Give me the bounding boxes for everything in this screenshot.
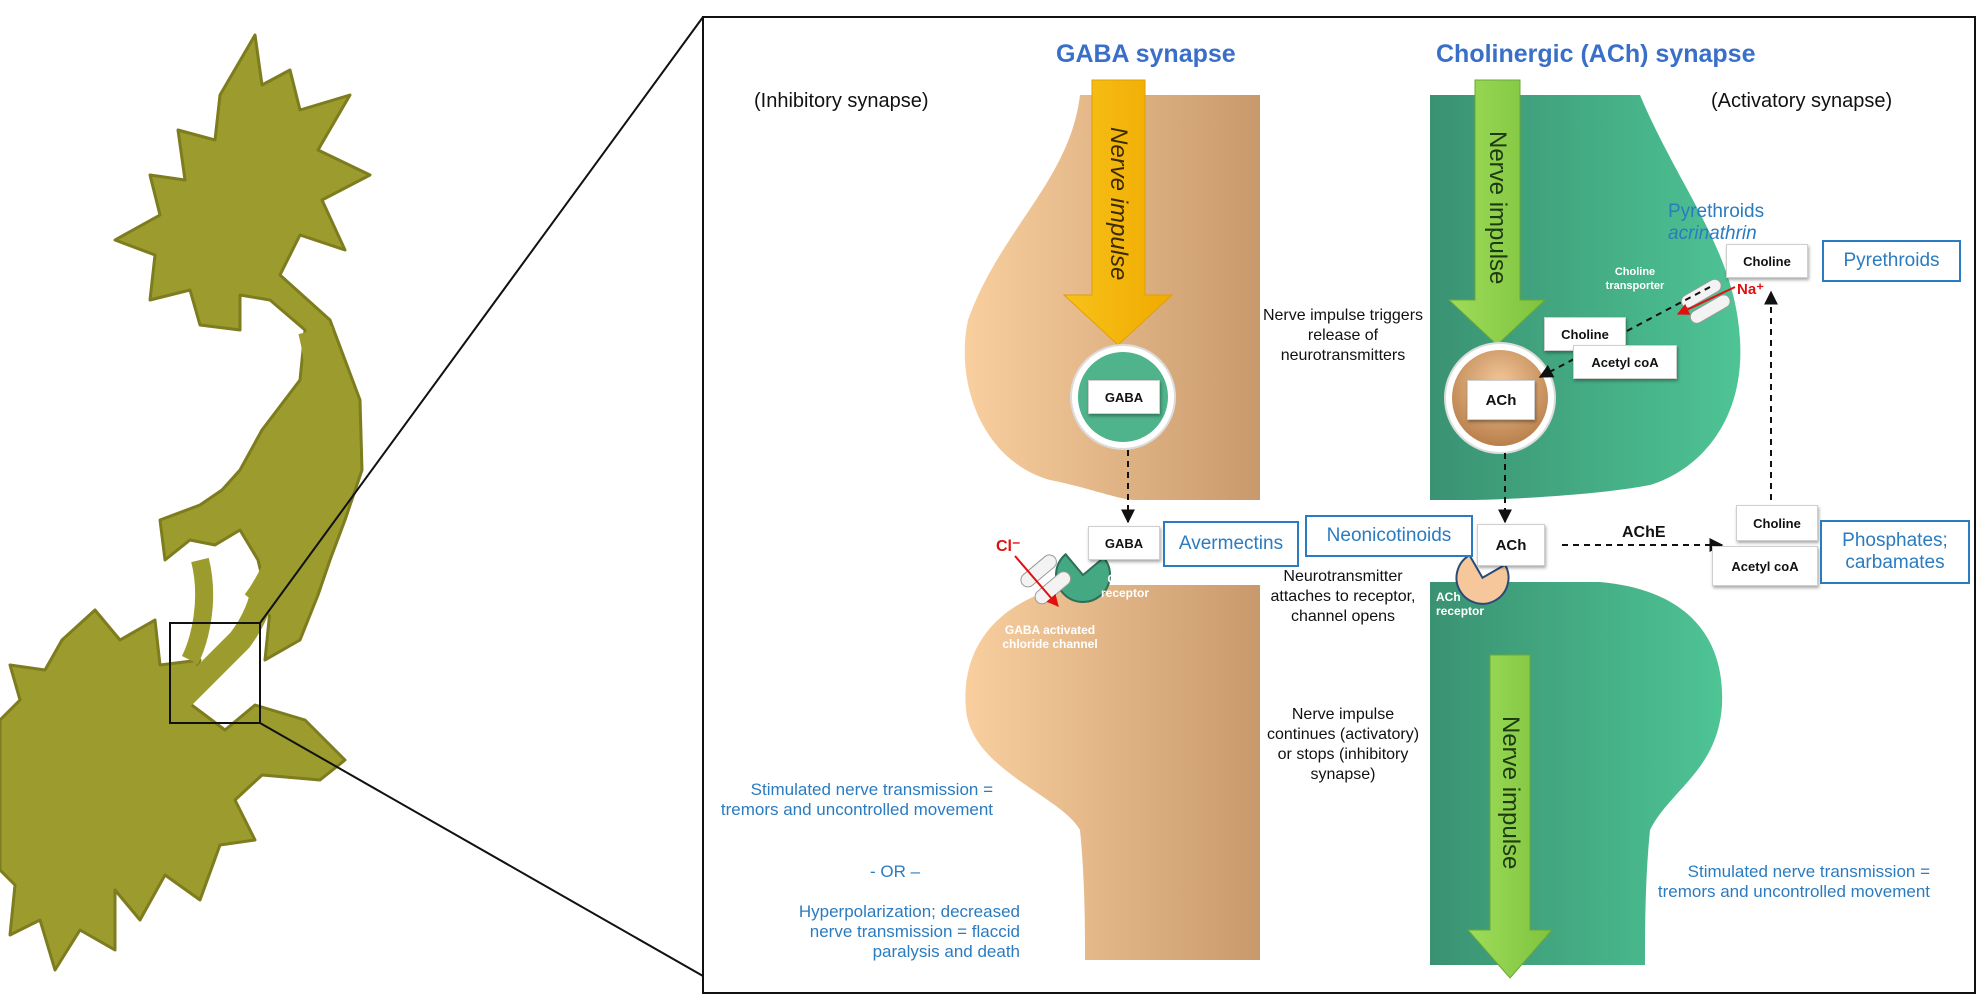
gaba-receptor-label: GABA receptor bbox=[1100, 572, 1150, 600]
ach-impulse-label-top: Nerve impulse bbox=[1484, 131, 1511, 285]
chloride-ion-label: Cl⁻ bbox=[996, 538, 1021, 555]
step-continue-note: Nerve impulse continues (activatory) or … bbox=[1266, 706, 1420, 783]
zoom-line-top bbox=[259, 16, 704, 624]
ach-impulse-arrow-bottom bbox=[1466, 654, 1554, 979]
gaba-outcome-hyperpolarization: Hyperpolarization; decreased nerve trans… bbox=[798, 902, 1020, 961]
choline-transporter-shape bbox=[1680, 278, 1731, 324]
gaba-postsynaptic-terminal bbox=[965, 585, 1260, 960]
gaba-outcome-or: - OR – bbox=[869, 862, 921, 881]
gaba-outcome-stimulated: Stimulated nerve transmission = tremors … bbox=[720, 780, 993, 819]
pyrethroids-note: Pyrethroids bbox=[1668, 201, 1765, 222]
choline-transporter-label: Choline transporter bbox=[1605, 266, 1665, 292]
avermectins-box: Avermectins bbox=[1163, 521, 1299, 567]
ach-subtitle: (Activatory synapse) bbox=[1711, 90, 1893, 112]
ach-impulse-arrow-top bbox=[1447, 79, 1547, 346]
gaba-impulse-label: Nerve impulse bbox=[1105, 127, 1132, 281]
zoom-box bbox=[169, 622, 261, 724]
sodium-ion-label: Na⁺ bbox=[1737, 281, 1765, 298]
ach-outcome-stimulated: Stimulated nerve transmission = tremors … bbox=[1657, 862, 1930, 901]
gaba-title: GABA synapse bbox=[1056, 40, 1236, 68]
ach-impulse-label-bottom: Nerve impulse bbox=[1497, 716, 1524, 870]
choline-right-label: Choline bbox=[1736, 505, 1818, 541]
ach-vesicle-label: ACh bbox=[1467, 380, 1535, 420]
phosphates-carbamates-box: Phosphates; carbamates bbox=[1820, 520, 1970, 584]
neonicotinoids-box: Neonicotinoids bbox=[1305, 515, 1473, 557]
choline-top-label: Choline bbox=[1726, 244, 1808, 278]
ach-title: Cholinergic (ACh) synapse bbox=[1436, 40, 1756, 68]
chloride-channel-label: GABA activated chloride channel bbox=[1002, 623, 1098, 651]
acrinathrin-note: acrinathrin bbox=[1668, 223, 1757, 244]
chloride-flow-arrow bbox=[1014, 555, 1059, 607]
gaba-cleft-label: GABA bbox=[1088, 526, 1160, 560]
zoom-line-bottom bbox=[259, 722, 704, 977]
acetylcoa-right-label: Acetyl coA bbox=[1712, 546, 1818, 586]
pyrethroids-box: Pyrethroids bbox=[1822, 240, 1961, 282]
sodium-flow-arrow bbox=[1676, 286, 1736, 315]
neuron-illustration bbox=[0, 33, 372, 972]
ach-receptor-label: ACh receptor bbox=[1436, 590, 1485, 618]
ach-cleft-label: ACh bbox=[1477, 524, 1545, 566]
step-release-note: Nerve impulse triggers release of neurot… bbox=[1262, 307, 1424, 364]
gaba-impulse-arrow bbox=[1062, 79, 1174, 346]
gaba-vesicle-label: GABA bbox=[1088, 380, 1160, 414]
step-attach-note: Neurotransmitter attaches to receptor, c… bbox=[1270, 568, 1416, 625]
ach-receptor-shape bbox=[1455, 553, 1510, 605]
gaba-subtitle: (Inhibitory synapse) bbox=[754, 90, 929, 112]
ache-label: AChE bbox=[1622, 524, 1666, 541]
acetylcoa-inner-label: Acetyl coA bbox=[1573, 345, 1677, 379]
chloride-channel-shape bbox=[1020, 554, 1072, 605]
gaba-receptor-shape bbox=[1055, 552, 1111, 603]
